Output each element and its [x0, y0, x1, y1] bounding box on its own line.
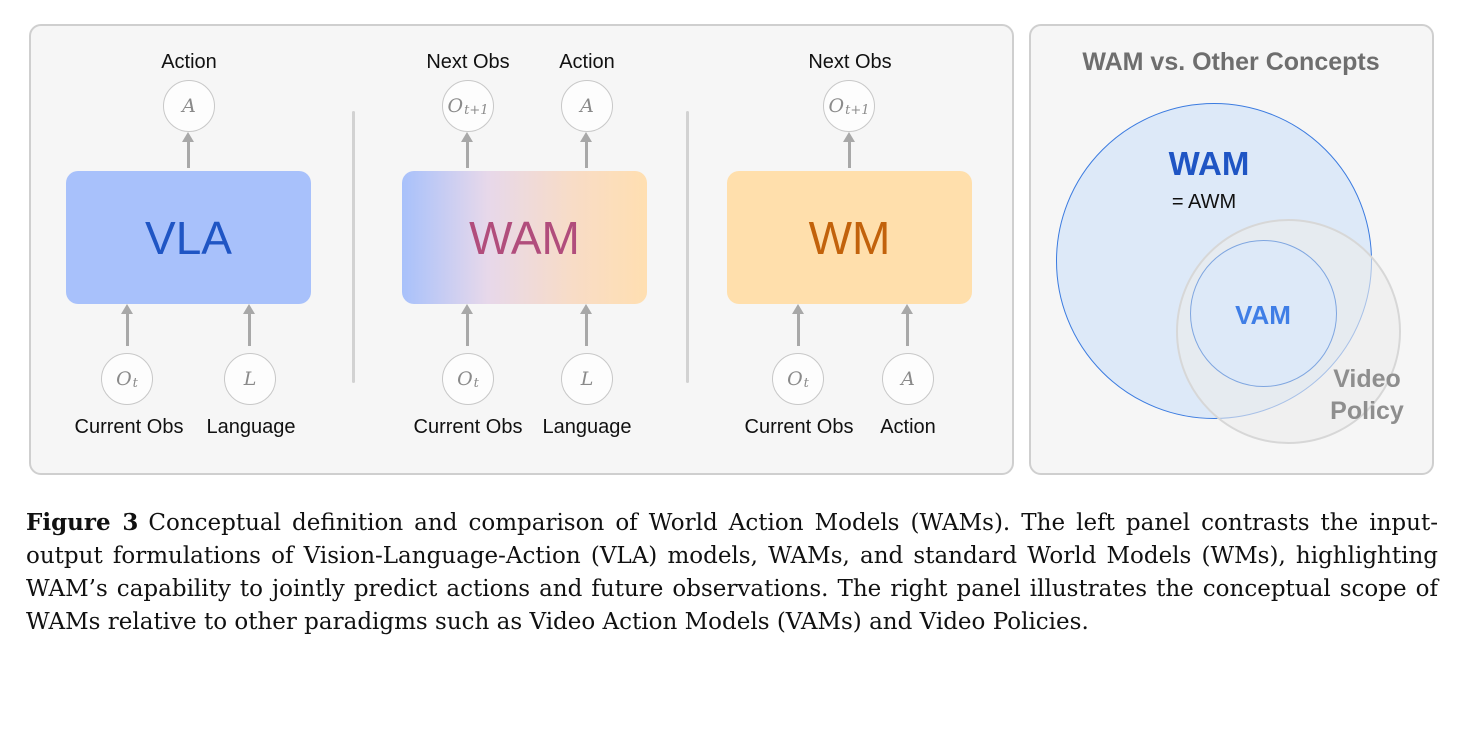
- video-policy-label-line2: Policy: [1330, 397, 1404, 425]
- wm-next-obs-label: Next Obs: [808, 51, 892, 73]
- wm-action-node: A: [882, 353, 934, 405]
- vla-action-node: A: [163, 80, 215, 132]
- video-policy-label: Video Policy: [1330, 363, 1404, 427]
- wam-action-label: Action: [559, 51, 615, 73]
- wm-obs-arrow: [792, 304, 804, 346]
- awm-alias-label: = AWM: [1171, 191, 1237, 213]
- caption-label: Figure 3: [26, 509, 139, 536]
- video-policy-label-line1: Video: [1333, 365, 1401, 393]
- wm-output-arrow: [843, 132, 855, 168]
- panel-divider: [686, 111, 689, 383]
- vam-circle: [1190, 240, 1337, 387]
- vla-box: VLA: [66, 171, 311, 304]
- wam-obs-arrow: [461, 304, 473, 346]
- vam-circle-label: VAM: [1235, 300, 1291, 330]
- panel-divider: [352, 111, 355, 383]
- vla-language-label: Language: [206, 416, 296, 438]
- caption-text: Conceptual definition and comparison of …: [26, 510, 1438, 635]
- wm-title: WM: [808, 211, 891, 264]
- vla-obs-label: Current Obs: [74, 416, 184, 438]
- wm-obs-label: Current Obs: [744, 416, 854, 438]
- venn-title: WAM vs. Other Concepts: [1082, 48, 1380, 76]
- wam-next-obs-arrow: [461, 132, 473, 168]
- wam-language-node: L: [561, 353, 613, 405]
- vla-output-arrow: [182, 132, 194, 168]
- wam-next-obs-label: Next Obs: [426, 51, 510, 73]
- vla-obs-arrow: [121, 304, 133, 346]
- wam-circle-label: WAM: [1168, 145, 1250, 182]
- wam-title: WAM: [469, 211, 580, 264]
- wam-action-node: A: [561, 80, 613, 132]
- vla-language-arrow: [243, 304, 255, 346]
- wam-obs-label: Current Obs: [413, 416, 523, 438]
- wm-action-label: Action: [880, 416, 936, 438]
- vla-title: VLA: [145, 211, 232, 264]
- vla-language-node: L: [224, 353, 276, 405]
- wm-action-arrow: [901, 304, 913, 346]
- wm-box: WM: [727, 171, 972, 304]
- wam-language-label: Language: [542, 416, 632, 438]
- wam-action-arrow: [580, 132, 592, 168]
- wam-language-arrow: [580, 304, 592, 346]
- wam-box: WAM: [402, 171, 647, 304]
- vla-output-label: Action: [161, 51, 217, 73]
